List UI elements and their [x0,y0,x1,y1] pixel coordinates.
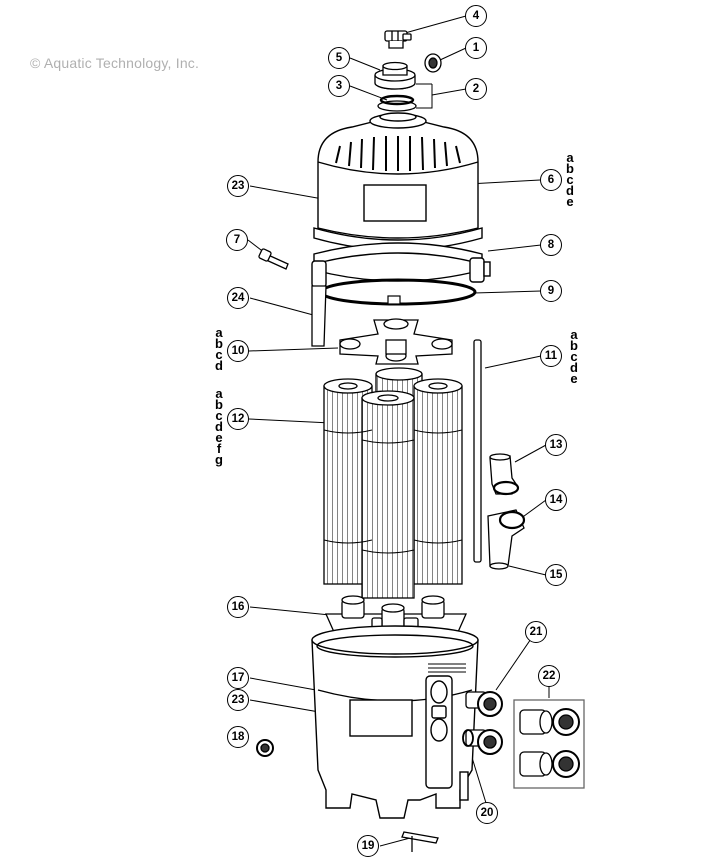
part-19-clip [401,831,439,852]
part-20-o-ring [462,729,474,747]
part-3-o-ring [377,94,417,112]
variants-part-6: a b c d e [566,150,574,209]
part-14-elbow [487,509,526,570]
part-7-bolt [258,248,289,270]
callout-part-23-base: 23 [227,689,249,711]
callout-part-12: 12 [227,408,249,430]
callout-part-24: 24 [227,287,249,309]
callout-part-9: 9 [540,280,562,302]
callout-part-22: 22 [538,665,560,687]
part-12-cartridges [323,367,463,599]
callout-part-14: 14 [545,489,567,511]
part-21-fittings [465,691,503,755]
part-22-union-kit [513,699,585,789]
callout-part-21: 21 [525,621,547,643]
part-9-tank-o-ring [319,278,477,306]
callout-part-15: 15 [545,564,567,586]
part-24-strap [311,285,327,347]
callout-part-13: 13 [545,434,567,456]
callout-part-4: 4 [465,5,487,27]
callout-part-19: 19 [357,835,379,857]
callout-part-8: 8 [540,234,562,256]
part-18-drain-plug [256,739,274,757]
part-13-pipe [489,453,520,496]
part-8-clamp [311,242,491,288]
part-1-cap [424,53,442,73]
callout-part-5: 5 [328,47,350,69]
callout-part-17: 17 [227,667,249,689]
part-17-tank-bottom [311,625,479,819]
part-4-vent-fitting [384,30,412,49]
callout-part-6: 6 [540,169,562,191]
callout-part-11: 11 [540,345,562,367]
callout-part-7: 7 [226,229,248,251]
callout-part-23-lid: 23 [227,175,249,197]
part-10-manifold [339,318,453,365]
variants-part-12: a b c d e f g [215,386,223,467]
variants-part-11: a b c d e [570,327,578,386]
callout-part-16: 16 [227,596,249,618]
callout-part-18: 18 [227,726,249,748]
callout-part-20: 20 [476,802,498,824]
variants-part-10: a b c d [215,325,223,373]
callout-part-1: 1 [465,37,487,59]
callout-part-3: 3 [328,75,350,97]
part-11-rod [473,339,482,563]
callout-part-2: 2 [465,78,487,100]
callout-part-10: 10 [227,340,249,362]
part-5-air-release [374,61,416,90]
part-6-tank-lid [313,112,483,251]
copyright-watermark: © Aquatic Technology, Inc. [30,55,200,71]
